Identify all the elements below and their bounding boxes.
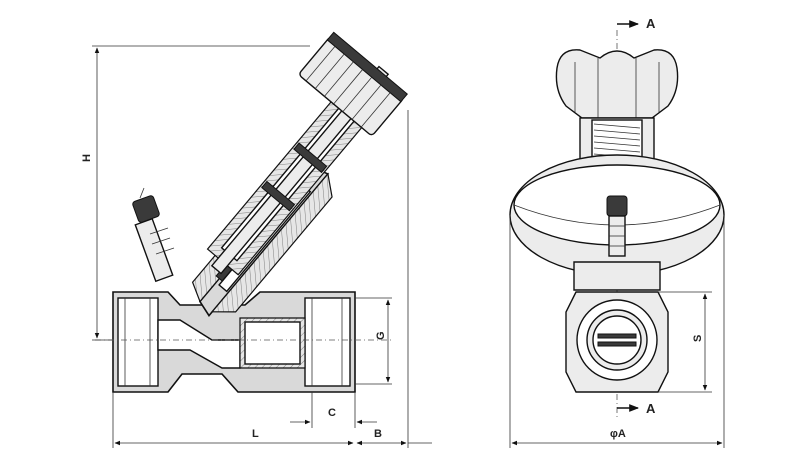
side-section-view: H G C L B bbox=[81, 31, 432, 448]
front-view: A A S φA bbox=[509, 16, 725, 448]
dimension-b: B bbox=[356, 110, 432, 448]
handwheel bbox=[299, 31, 408, 136]
dimension-h: H bbox=[81, 45, 310, 341]
dimension-s-label: S bbox=[692, 335, 704, 342]
hex-pipe-end bbox=[565, 291, 669, 393]
dimension-h-label: H bbox=[81, 154, 93, 162]
section-label-bottom: A bbox=[646, 401, 656, 416]
dimension-b-label: B bbox=[374, 428, 382, 440]
handwheel-front bbox=[555, 49, 679, 119]
dimension-g-label: G bbox=[375, 331, 387, 340]
spring bbox=[593, 123, 641, 165]
dimension-phi-a-label: φA bbox=[610, 428, 626, 440]
test-point-front bbox=[606, 195, 628, 257]
valve-body bbox=[112, 291, 356, 393]
body-neck bbox=[573, 261, 661, 291]
test-point-nipple bbox=[132, 187, 175, 283]
dimension-c-label: C bbox=[328, 407, 336, 419]
section-label-top: A bbox=[646, 16, 656, 31]
dimension-g: G bbox=[355, 297, 392, 385]
dimension-s: S bbox=[658, 291, 712, 393]
section-marker-bottom: A bbox=[617, 401, 656, 416]
dimension-c: C bbox=[290, 392, 377, 428]
section-marker-top: A bbox=[617, 16, 656, 31]
dimension-l-label: L bbox=[252, 428, 259, 440]
dimension-phi-a: φA bbox=[509, 215, 725, 448]
valve-stem bbox=[206, 65, 390, 276]
dimension-l: L bbox=[112, 392, 354, 448]
